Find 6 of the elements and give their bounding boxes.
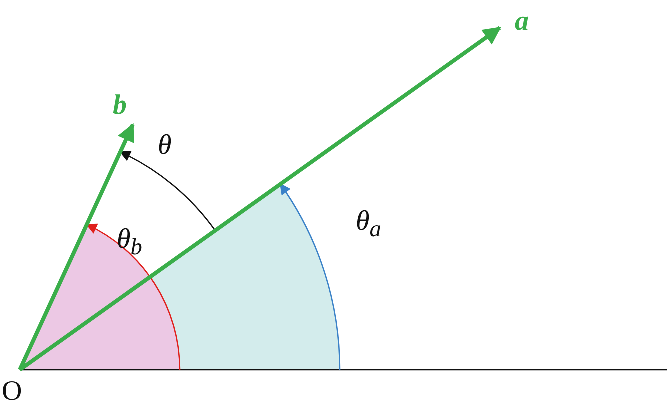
angle-label: θ$_{a}$ [356,208,382,242]
angle-label: θ [158,132,172,160]
angle-label: θ$_{b}$ [117,226,142,260]
vector-label: a [515,8,529,36]
origin-label: O [2,378,22,405]
vector-label: b [113,92,127,120]
